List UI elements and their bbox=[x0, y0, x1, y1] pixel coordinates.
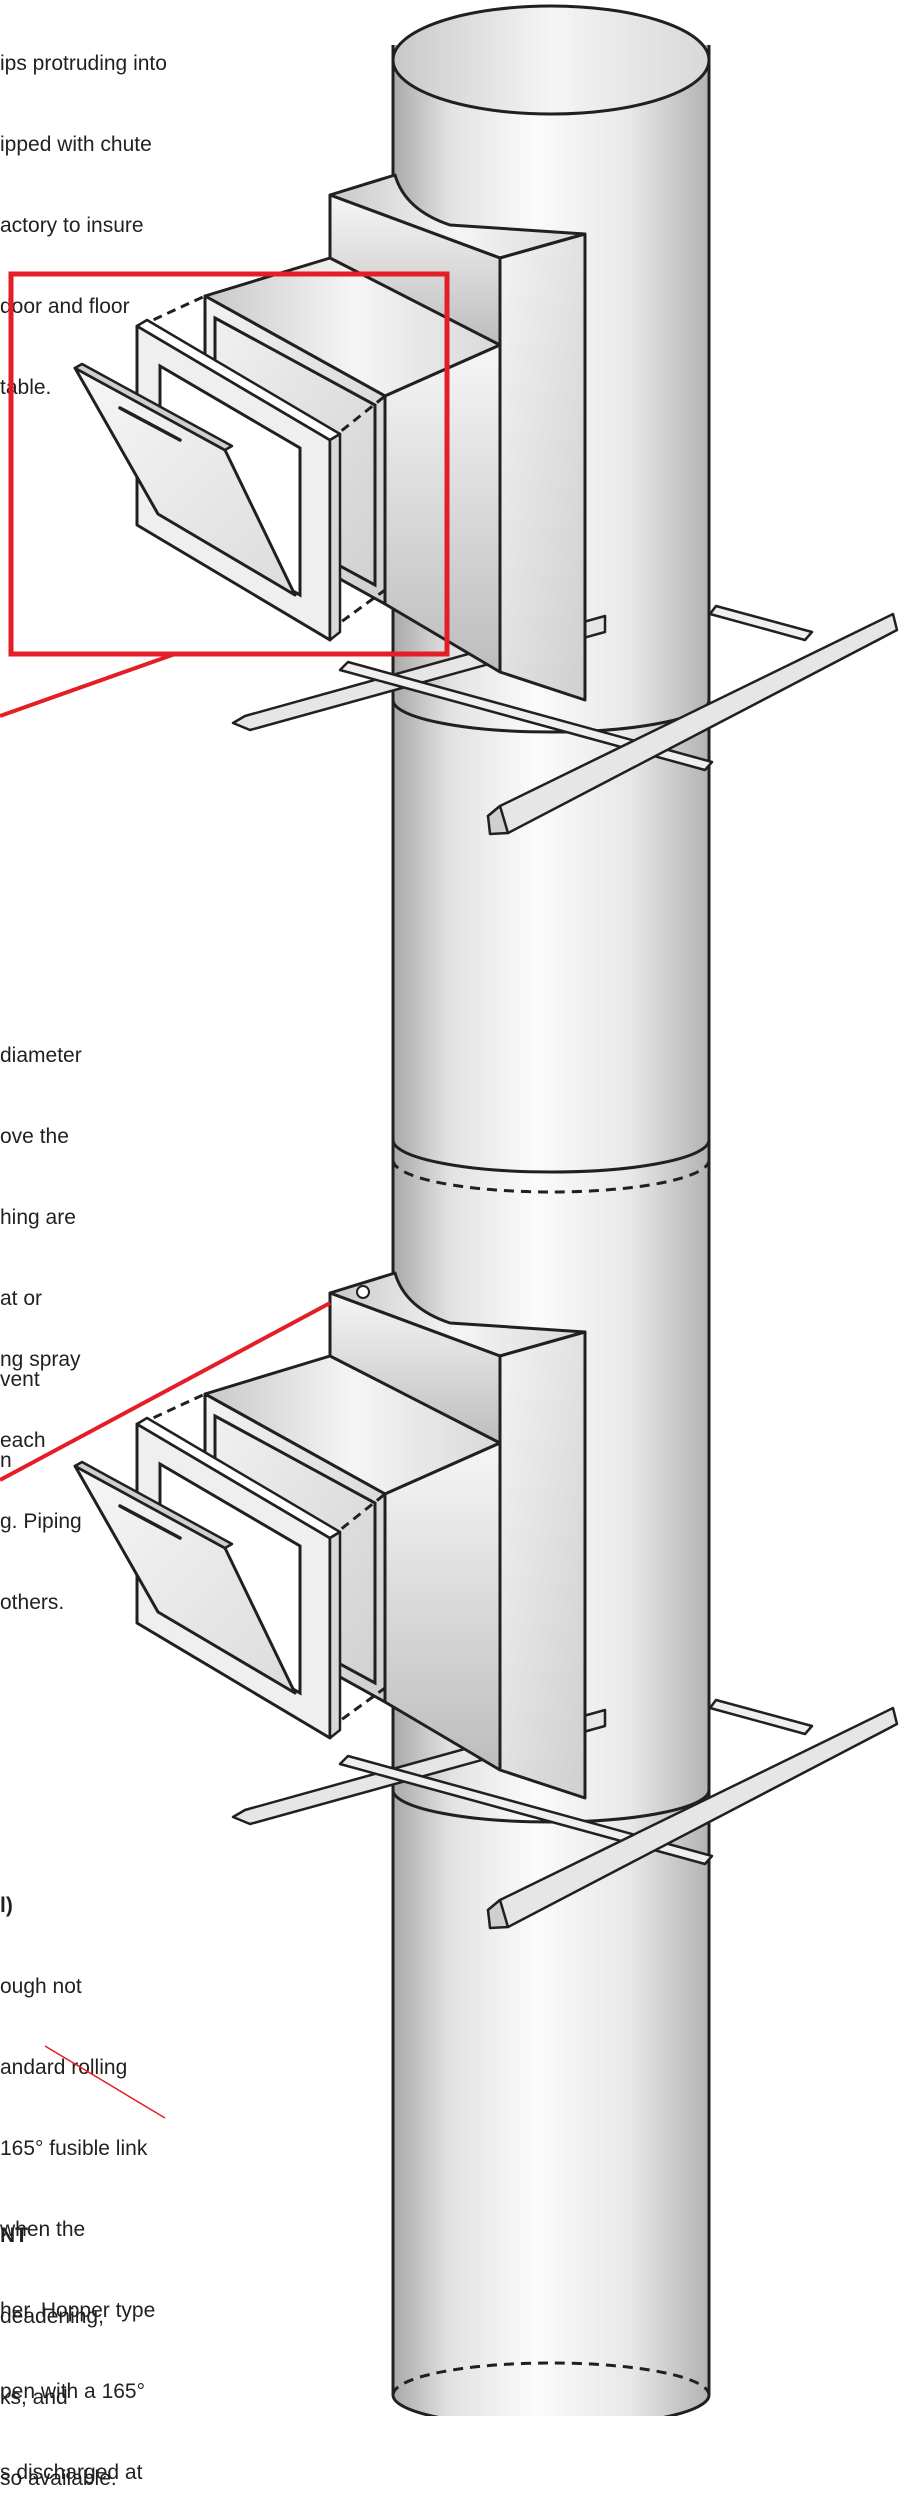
sound-title: NT bbox=[0, 2224, 28, 2247]
callout-line-bottom bbox=[44, 2045, 166, 2119]
chute-diagram bbox=[0, 4, 899, 2416]
door-title: l) bbox=[0, 1894, 13, 1917]
sprinkler-text-b: ng spray each g. Piping others. bbox=[0, 1348, 82, 1614]
highlight-box bbox=[8, 271, 450, 657]
intro-text: ips protruding into ipped with chute act… bbox=[0, 52, 167, 399]
callout-line-middle bbox=[0, 1301, 331, 1482]
callout-line-top bbox=[0, 652, 176, 718]
sprinkler-text-a: diameter ove the hing are at or vent n bbox=[0, 1044, 82, 1472]
